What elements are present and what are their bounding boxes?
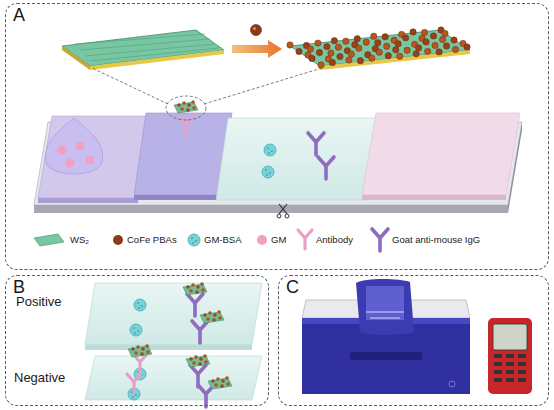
legend-text: CoFe PBAs — [127, 234, 177, 245]
cofe-particle — [348, 51, 354, 57]
cofe-particle — [331, 37, 337, 43]
cofe-particle — [430, 33, 436, 39]
cofe-particle — [343, 38, 349, 44]
cofe-particle — [346, 57, 352, 63]
cofe-particle — [413, 51, 419, 57]
cofe-particle — [287, 42, 293, 48]
cofe-particle — [384, 43, 390, 49]
positive-strip — [85, 282, 262, 350]
cofe-particle — [402, 35, 408, 41]
test-strip — [34, 113, 522, 213]
strip-label: Positive — [16, 294, 62, 309]
cofe-particle — [421, 29, 427, 35]
cofe-particle — [363, 39, 369, 45]
cofe-particle — [315, 40, 321, 46]
cofe-particle — [328, 50, 334, 56]
legend-text: GM — [271, 234, 286, 245]
cofe-particle — [410, 29, 416, 35]
legend-text: GM-BSA — [204, 234, 241, 245]
legend-icons — [34, 229, 388, 251]
legend-text: Antibody — [316, 234, 353, 245]
cofe-particle — [397, 53, 403, 59]
strip-reader — [302, 279, 470, 394]
ws2-cofe-sheet — [287, 27, 470, 70]
sample-drop — [45, 118, 102, 174]
cofe-particle — [404, 47, 410, 53]
legend-text: Goat anti-mouse IgG — [392, 234, 480, 245]
cofe-particle — [324, 43, 330, 49]
cofe-particle — [369, 55, 375, 61]
cofe-particle — [395, 41, 401, 47]
cofe-particle — [357, 57, 363, 63]
cofe-particle — [382, 34, 388, 40]
cofe-particle — [318, 62, 324, 68]
negative-strip — [85, 344, 262, 407]
cofe-particle — [296, 48, 302, 54]
cofe-particle — [376, 49, 382, 55]
legend-text: WS₂ — [70, 234, 89, 245]
test-line — [262, 133, 334, 218]
cofe-particle — [356, 45, 362, 51]
cofe-particle — [385, 53, 391, 59]
strip-label: Negative — [14, 370, 65, 385]
cofe-particle — [443, 43, 449, 49]
handheld-meter — [488, 318, 532, 394]
reaction-arrow — [232, 25, 282, 59]
cofe-particle — [335, 44, 341, 50]
panel: C — [278, 275, 549, 406]
ws2-sheet — [62, 30, 224, 70]
cofe-particle — [329, 59, 335, 65]
cofe-particle — [309, 55, 315, 61]
cofe-particle — [452, 46, 458, 52]
cofe-particle — [337, 53, 343, 59]
cofe-particle — [464, 44, 470, 50]
cofe-particle — [371, 33, 377, 39]
conjugate — [92, 68, 322, 135]
cofe-particle — [432, 42, 438, 48]
cofe-particle — [415, 45, 421, 51]
cofe-particle — [436, 49, 442, 55]
cofe-particle — [439, 36, 445, 42]
cofe-particle — [442, 30, 448, 36]
cofe-particle — [451, 37, 457, 43]
panel-letter: C — [286, 277, 299, 298]
panel: A — [5, 3, 549, 270]
cofe-particle — [423, 39, 429, 45]
cofe-particle — [424, 48, 430, 54]
cofe-particle — [354, 36, 360, 42]
cofe-particle — [316, 49, 322, 55]
cofe-particle — [375, 40, 381, 46]
cofe-particle — [307, 46, 313, 52]
cofe-particle — [393, 47, 399, 53]
panel-letter: A — [13, 5, 25, 26]
